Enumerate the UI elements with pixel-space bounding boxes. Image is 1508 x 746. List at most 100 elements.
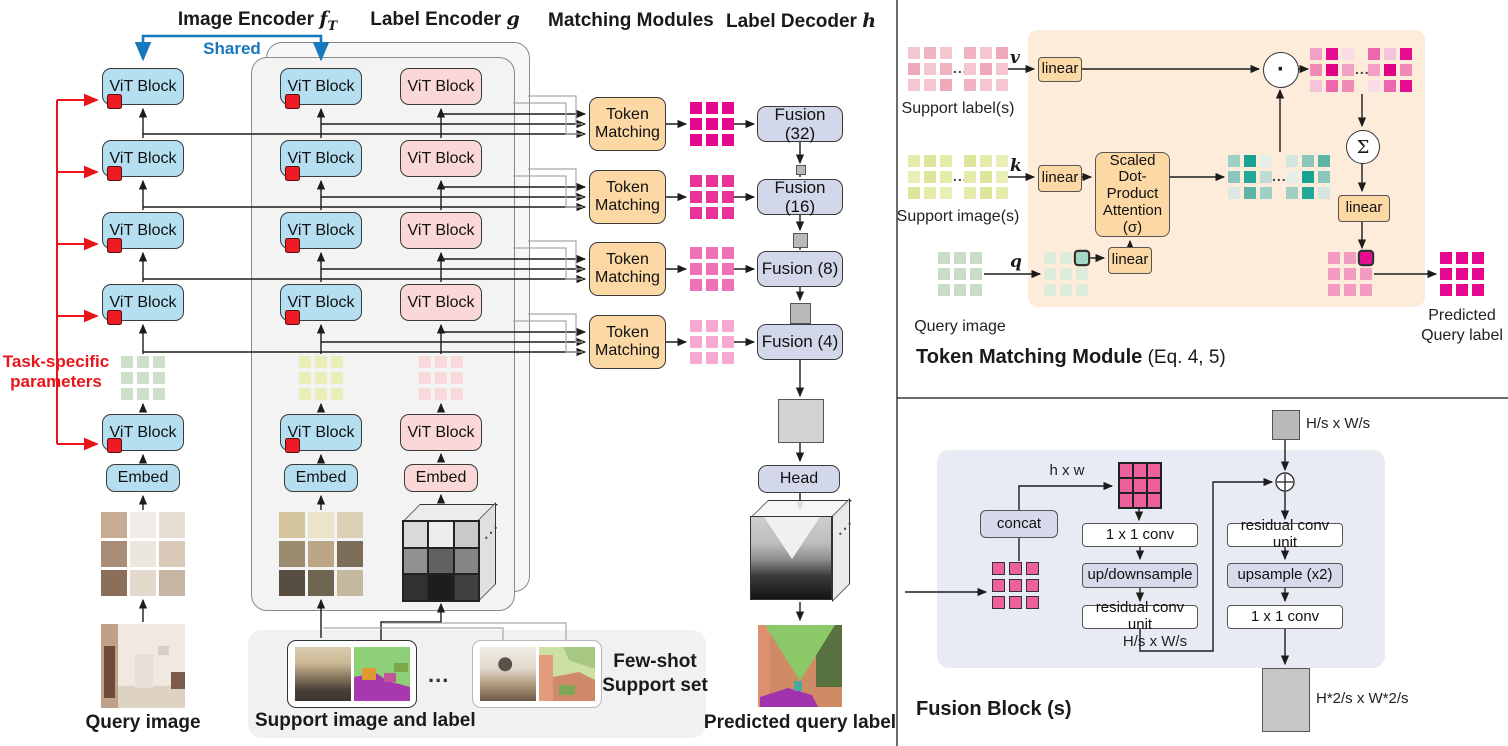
token-cell: [1326, 64, 1338, 76]
task-specific-links: [56, 93, 99, 451]
vit-block-label-3: ViT Block: [400, 212, 482, 249]
predicted-query-label-tokens: [1440, 252, 1484, 296]
token-cell: [453, 547, 479, 575]
token-cell: [337, 570, 363, 596]
token-cell: [690, 263, 702, 275]
q-label: q: [1010, 252, 1022, 272]
token-cell: [940, 187, 952, 199]
token-cell: [908, 63, 920, 75]
token-cell: [1310, 48, 1322, 60]
token-cell: [1060, 268, 1072, 280]
token-cell: [908, 171, 920, 183]
sum-icon: Σ: [1346, 130, 1380, 164]
token-cell: [1076, 252, 1088, 264]
token-cell: [1318, 187, 1330, 199]
query-image-caption-tm: Query image: [914, 318, 1006, 335]
token-cell: [121, 388, 133, 400]
token-cell: [130, 570, 156, 596]
token-cell: [706, 102, 718, 114]
token-cell: [722, 118, 734, 130]
support-pair-1: [287, 640, 417, 708]
token-cell: [130, 541, 156, 567]
token-cell: [690, 320, 702, 332]
fusion-16: Fusion (16): [757, 178, 843, 216]
token-cell: [722, 175, 734, 187]
feature-map-large: [778, 399, 824, 443]
embed-label: Embed: [404, 464, 478, 492]
token-cell: [954, 268, 966, 280]
task-param-icon: [107, 166, 122, 181]
output-feature-square: [1262, 668, 1310, 732]
token-cell: [1133, 478, 1147, 493]
token-cell: [992, 596, 1005, 609]
token-cell: [451, 356, 463, 368]
task-param-icon: [107, 94, 122, 109]
token-cell: [690, 118, 702, 130]
token-cell: [964, 47, 976, 59]
token-cell: [315, 388, 327, 400]
token-cell: [690, 207, 702, 219]
vit-block-query-1: ViT Block: [102, 68, 184, 105]
token-cell: [1318, 171, 1330, 183]
token-cell: [980, 63, 992, 75]
attention-weight-tokens-b: [1286, 155, 1330, 199]
token-cell: [996, 79, 1008, 91]
conv1-box: 1 x 1 conv: [1082, 523, 1198, 547]
support-label-2: [538, 647, 595, 701]
header-label-encoder: Label Encoder g: [370, 8, 520, 30]
token-cell: [980, 155, 992, 167]
token-cell: [1400, 80, 1412, 92]
token-cell: [722, 336, 734, 348]
task-param-icon: [285, 238, 300, 253]
support-image-label-caption: Support image and label: [255, 710, 476, 731]
token-cell: [1302, 187, 1314, 199]
token-cell: [1133, 463, 1147, 478]
token-cell: [1440, 284, 1452, 296]
token-matching-module-title: Token Matching Module (Eq. 4, 5): [916, 346, 1226, 368]
token-cell: [159, 512, 185, 538]
token-cell: [101, 512, 127, 538]
token-cell: [428, 521, 454, 548]
token-cell: [690, 247, 702, 259]
token-cell: [996, 155, 1008, 167]
depth-cube-right-face: [832, 498, 850, 602]
matched-token-grid-3: [690, 247, 734, 291]
token-cell: [299, 388, 311, 400]
feature-map-medium: [790, 303, 811, 324]
token-cell: [706, 263, 718, 275]
token-cell: [690, 279, 702, 291]
token-cell: [970, 284, 982, 296]
label-token-grid: [419, 356, 463, 400]
token-cell: [419, 356, 431, 368]
token-cell: [1044, 252, 1056, 264]
fusion-block-title: Fusion Block (s): [916, 698, 1072, 720]
updownsample-box: up/downsample: [1082, 563, 1198, 588]
token-cell: [308, 570, 334, 596]
feature-map-small: [793, 233, 808, 248]
support-image-tokens-a: [908, 155, 952, 199]
matched-token-grid-1: [690, 102, 734, 146]
token-cell: [331, 356, 343, 368]
header-label-decoder: Label Decoder h: [726, 10, 877, 32]
left-diagram-arrows: [138, 107, 805, 640]
query-image-patches: [101, 512, 185, 596]
token-cell: [1133, 493, 1147, 508]
token-cell: [1344, 252, 1356, 264]
token-cell: [428, 547, 454, 575]
token-cell: [690, 352, 702, 364]
task-param-icon: [107, 310, 122, 325]
token-cell: [1326, 48, 1338, 60]
support-images-caption: Support image(s): [896, 208, 1020, 225]
token-cell: [1044, 284, 1056, 296]
token-cell: [722, 207, 734, 219]
token-cell: [996, 171, 1008, 183]
token-cell: [964, 155, 976, 167]
token-cell: [159, 541, 185, 567]
token-cell: [403, 547, 429, 575]
upsample-box: upsample (x2): [1227, 563, 1343, 588]
token-cell: [1328, 284, 1340, 296]
header-image-encoder: Image Encoder fT: [177, 8, 338, 34]
support-label-tokens-a: [908, 47, 952, 91]
token-cell: [908, 187, 920, 199]
